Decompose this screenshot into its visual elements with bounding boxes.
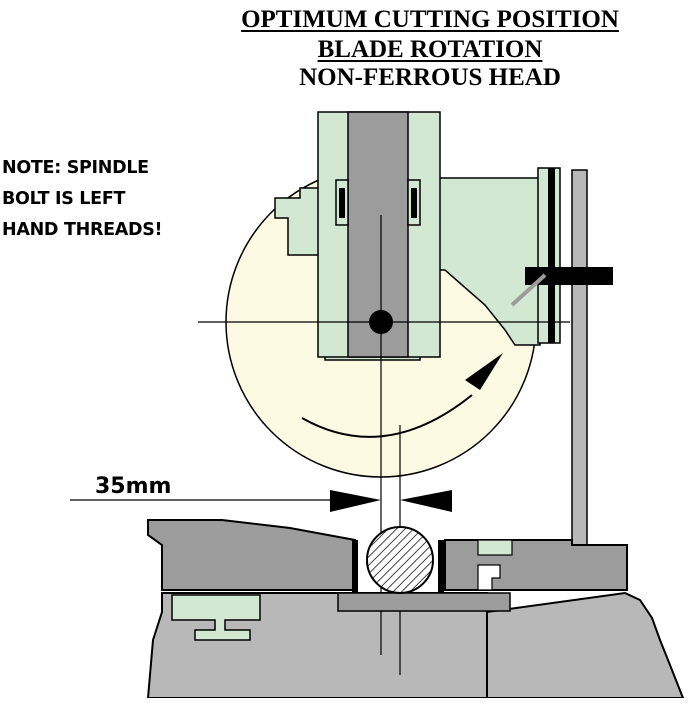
dimension-arrow-right	[400, 490, 452, 512]
vise-left-jaw	[147, 519, 356, 591]
note-line-1: NOTE: SPINDLE	[2, 158, 149, 178]
note-text: NOTE: SPINDLE BOLT IS LEFT HAND THREADS!	[2, 153, 163, 246]
dimension-label: 35mm	[95, 474, 172, 499]
workpiece-section	[366, 526, 434, 594]
dimension-arrow-left	[330, 490, 381, 512]
title-line-2: BLADE ROTATION	[317, 36, 543, 63]
depth-stop-bracket	[525, 267, 613, 285]
title-line-1: OPTIMUM CUTTING POSITION	[241, 6, 619, 33]
vise-right-jaw	[444, 539, 628, 591]
rotation-arrow	[301, 394, 473, 438]
note-line-2: BOLT IS LEFT	[2, 189, 126, 209]
t-slot-left	[171, 594, 261, 641]
rotation-arrow-head	[465, 353, 503, 390]
title-line-3: NON-FERROUS HEAD	[299, 64, 561, 91]
table-plate	[337, 592, 511, 612]
depth-stop-column	[571, 169, 588, 546]
note-line-3: HAND THREADS!	[2, 220, 163, 240]
